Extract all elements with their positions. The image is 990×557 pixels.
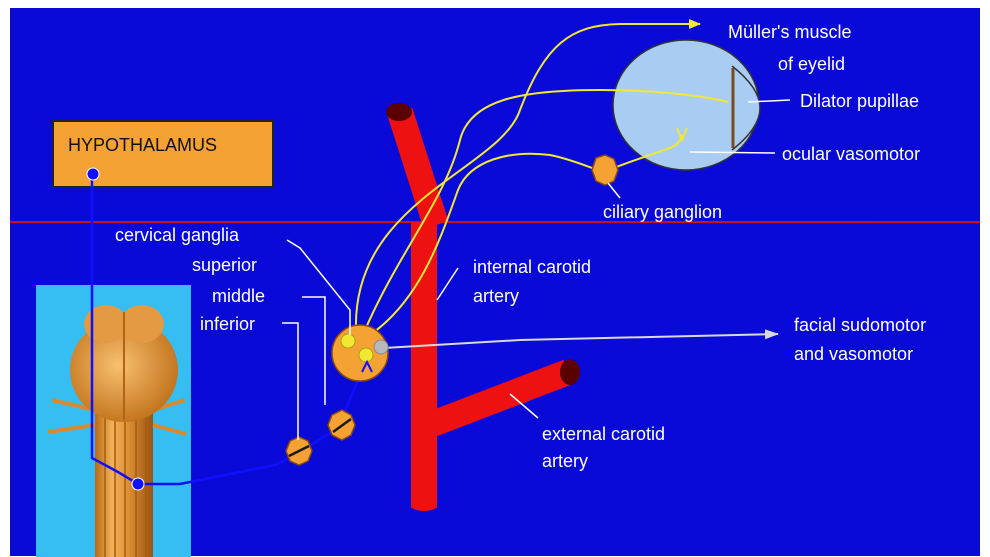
inferior-cervical-ganglion (286, 437, 312, 465)
internal-carotid-end (386, 103, 412, 121)
internal-carotid-label-line1: internal carotid (473, 257, 591, 277)
muller-muscle-label-line2: of eyelid (778, 54, 845, 74)
middle-label: middle (212, 286, 265, 306)
external-carotid-label-line1: external carotid (542, 424, 665, 444)
external-carotid-end (560, 359, 580, 385)
ciliary-ganglion-label: ciliary ganglion (603, 202, 722, 222)
superior-cervical-ganglion (332, 325, 388, 381)
muller-muscle-label-line1: Müller's muscle (728, 22, 851, 42)
superior-label: superior (192, 255, 257, 275)
hypothalamus-node (87, 168, 99, 180)
inferior-label: inferior (200, 314, 255, 334)
facial-sudomotor-label-line2: and vasomotor (794, 344, 913, 364)
internal-carotid-label-line2: artery (473, 286, 519, 306)
ocular-vasomotor-label: ocular vasomotor (782, 144, 920, 164)
external-carotid-label-line2: artery (542, 451, 588, 471)
cervical-ganglia-label: cervical ganglia (115, 225, 240, 245)
eyeball (613, 40, 760, 170)
dilator-pupillae-label: Dilator pupillae (800, 91, 919, 111)
ciliary-ganglion (592, 155, 618, 185)
spinal-cord-node (132, 478, 144, 490)
hypothalamus-label: HYPOTHALAMUS (68, 135, 217, 155)
facial-sudomotor-label-line1: facial sudomotor (794, 315, 926, 335)
middle-cervical-ganglion (328, 410, 355, 440)
